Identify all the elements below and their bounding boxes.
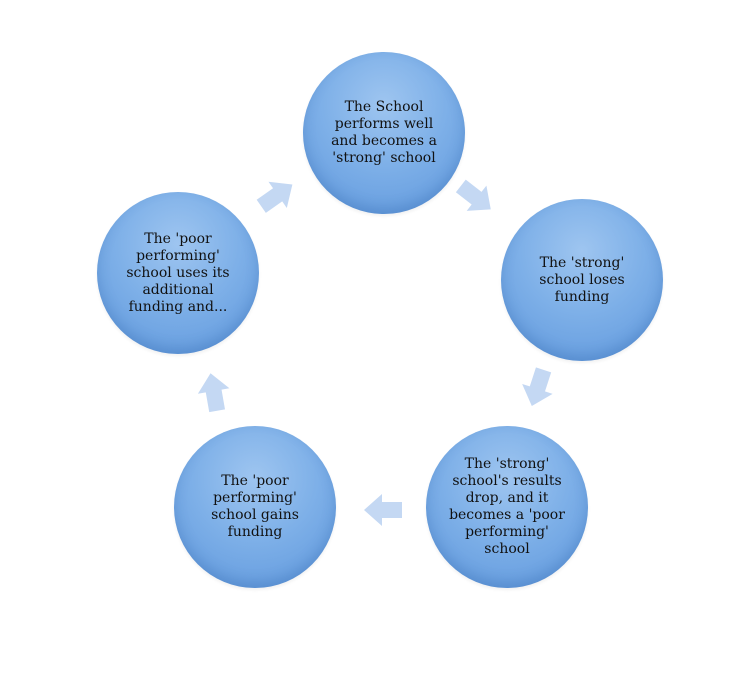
node-label: The 'poor performing' school gains fundi… xyxy=(211,473,299,540)
node-label: The 'poor performing' school uses its ad… xyxy=(126,230,230,315)
node-label: The 'strong' school loses funding xyxy=(539,254,625,305)
node-label: The 'strong' school's results drop, and … xyxy=(449,456,565,557)
node-strong-school: The School performs well and becomes a '… xyxy=(303,52,465,214)
node-results-drop: The 'strong' school's results drop, and … xyxy=(426,426,588,588)
cycle-arrow-icon xyxy=(193,372,235,414)
node-label: The School performs well and becomes a '… xyxy=(331,99,437,166)
node-uses-funding: The 'poor performing' school uses its ad… xyxy=(97,192,259,354)
cycle-arrow-icon xyxy=(517,366,559,408)
cycle-arrow-icon xyxy=(454,176,496,218)
cycle-arrow-icon xyxy=(363,489,405,531)
node-loses-funding: The 'strong' school loses funding xyxy=(501,199,663,361)
node-gains-funding: The 'poor performing' school gains fundi… xyxy=(174,426,336,588)
cycle-arrow-icon xyxy=(255,175,297,217)
